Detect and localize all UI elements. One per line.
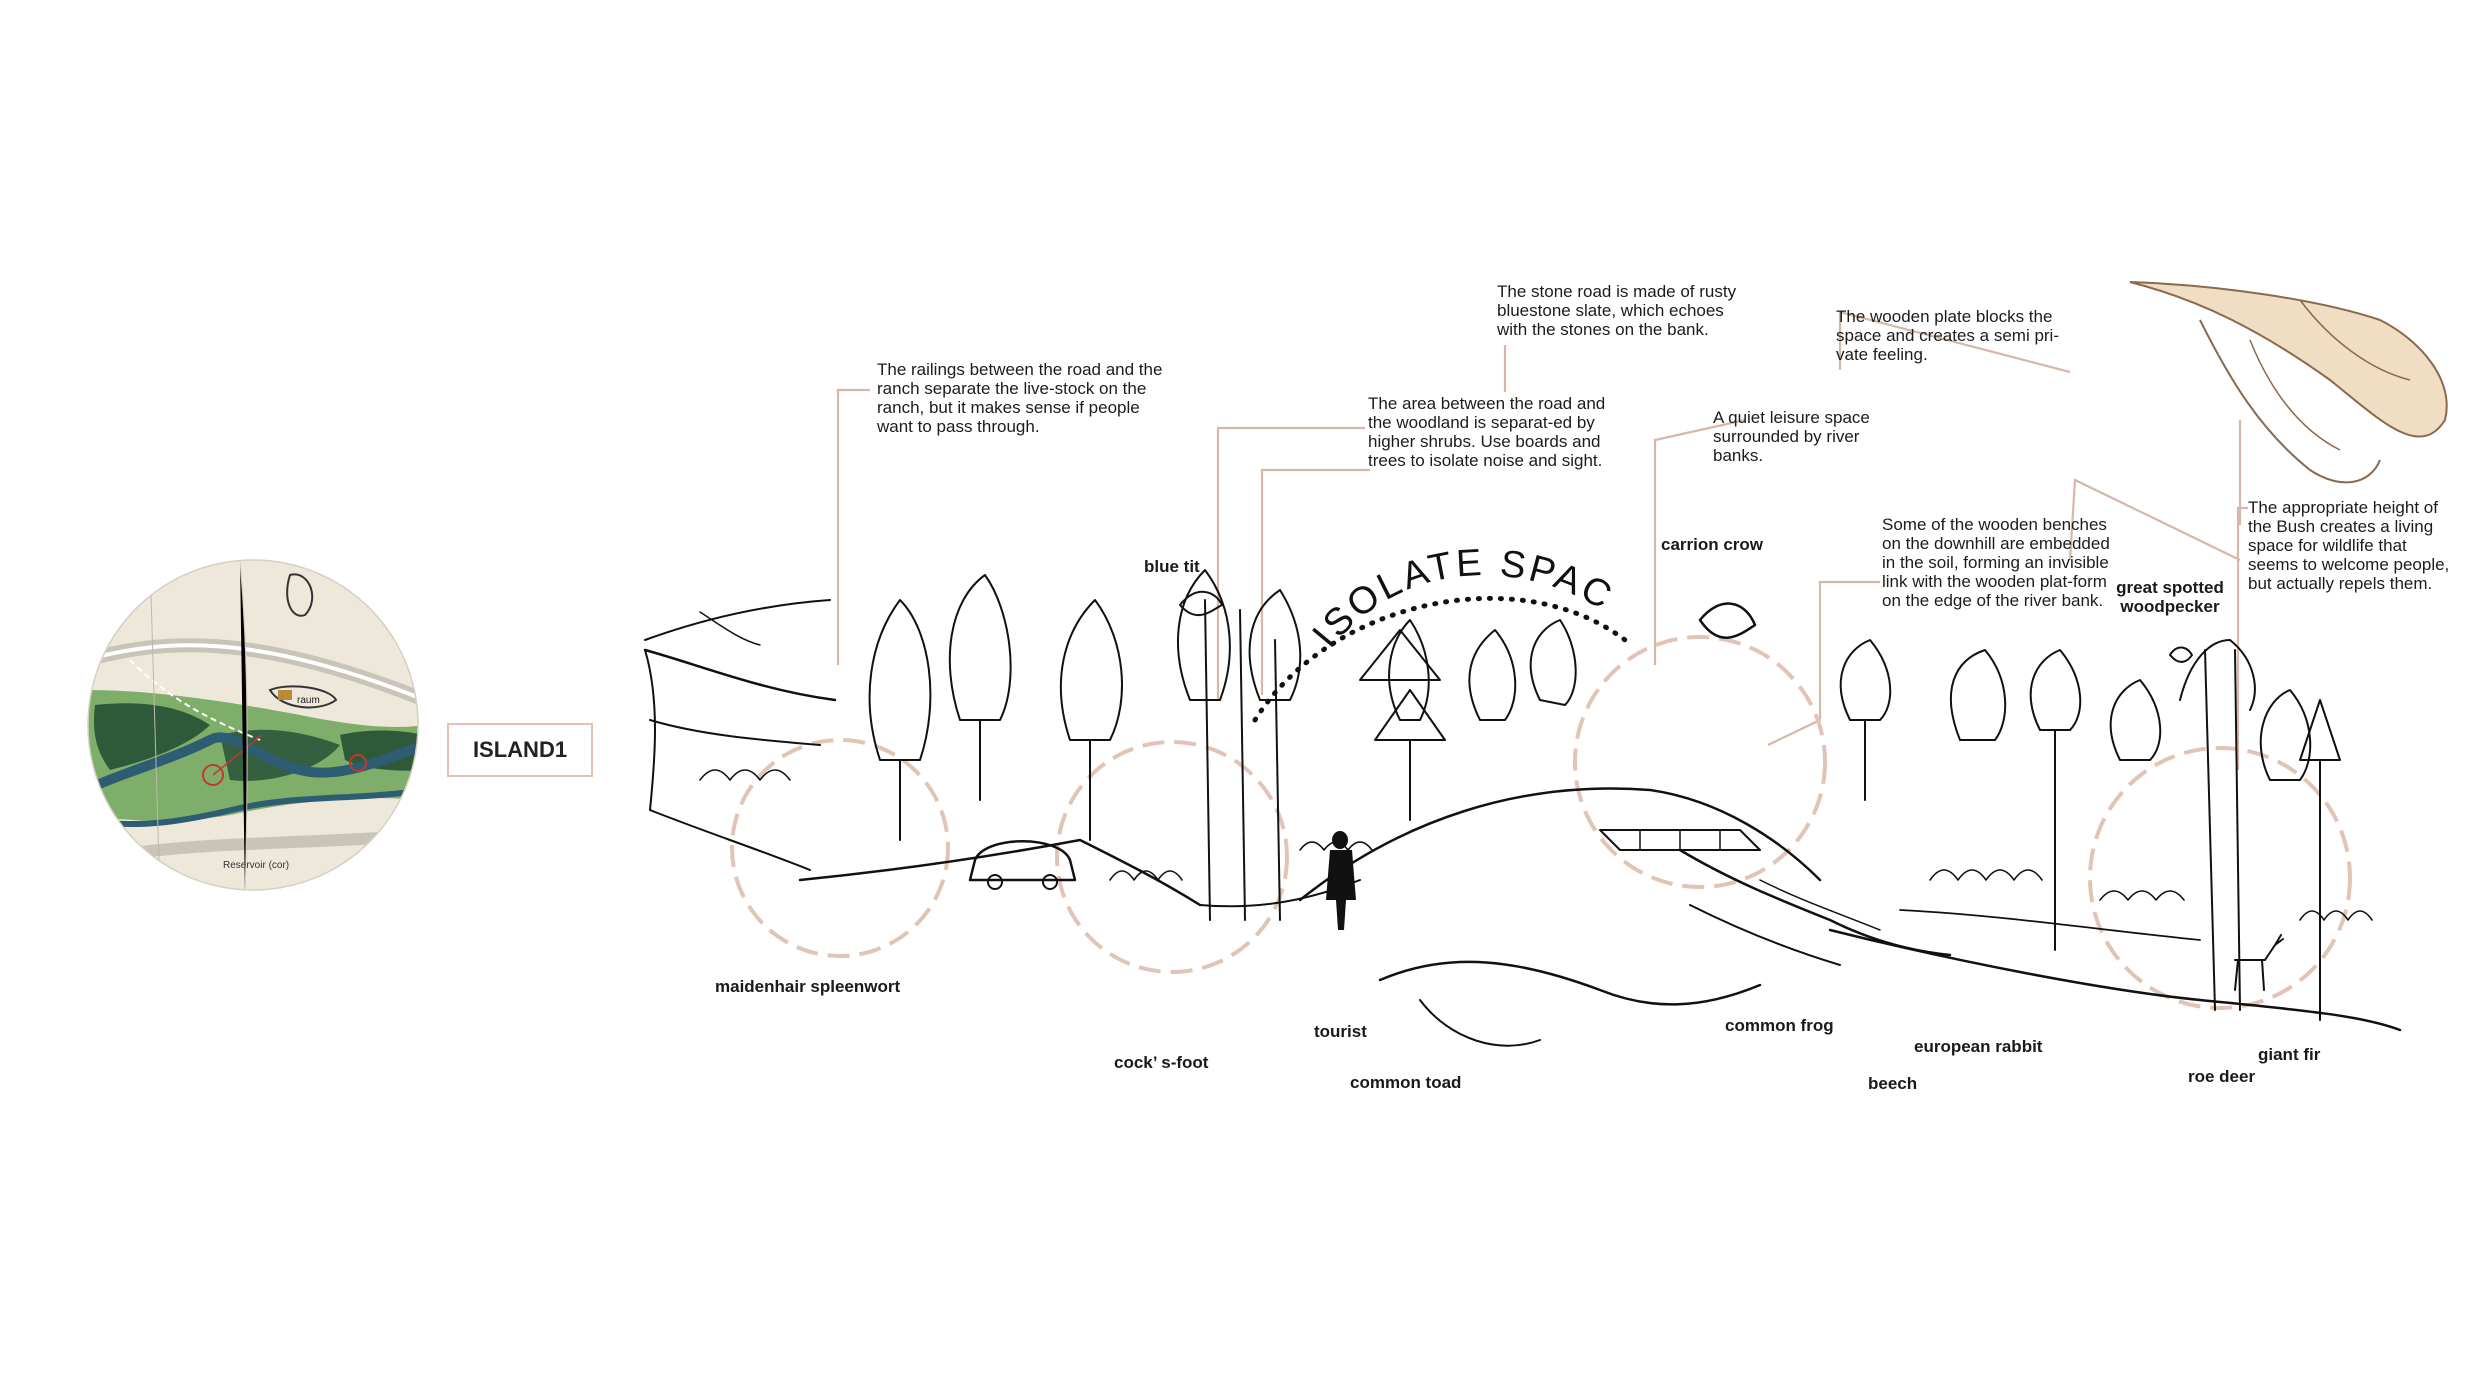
species-european-rabbit: european rabbit — [1914, 1037, 2043, 1056]
island-label: ISLAND1 — [447, 723, 593, 777]
species-cocks-foot: cock’ s-foot — [1114, 1053, 1209, 1072]
species-blue-tit: blue tit — [1144, 557, 1200, 576]
note-wooden-plate: The wooden plate blocks the space and cr… — [1836, 307, 2059, 364]
note-leisure-space: A quiet leisure space surrounded by rive… — [1713, 408, 1870, 465]
isolate-space-dotted-arc — [1252, 595, 1628, 723]
species-great-spotted-woodpecker: great spotted woodpecker — [2116, 578, 2224, 616]
species-tourist: tourist — [1314, 1022, 1367, 1041]
map-label-reservoir: Reservoir (cor) — [223, 860, 290, 871]
bird-sculpture-illustration — [2129, 281, 2448, 484]
note-bush-height: The appropriate height of the Bush creat… — [2248, 498, 2450, 593]
species-common-toad: common toad — [1350, 1073, 1462, 1092]
species-roe-deer: roe deer — [2188, 1067, 2256, 1086]
leader-lines — [836, 310, 2248, 770]
landscape-sketch — [643, 569, 2402, 1047]
note-stone-road: The stone road is made of rusty blueston… — [1497, 282, 1737, 339]
species-beech: beech — [1868, 1074, 1918, 1093]
dashed-circles — [730, 635, 2352, 1010]
note-railings: The railings between the road and the ra… — [877, 360, 1163, 436]
species-maidenhair-spleenwort: maidenhair spleenwort — [715, 977, 901, 996]
headline-text: ISOLATE SPACE — [0, 0, 1618, 656]
species-common-frog: common frog — [1725, 1016, 1834, 1035]
headline: ISOLATE SPACE — [0, 0, 1621, 656]
note-wooden-benches: Some of the wooden benches on the downhi… — [1882, 515, 2110, 610]
species-carrion-crow: carrion crow — [1661, 535, 1764, 554]
map-label-raum: raum — [297, 695, 320, 706]
note-woodland-area: The area between the road and the woodla… — [1368, 394, 1606, 470]
species-giant-fir: giant fir — [2258, 1045, 2321, 1064]
